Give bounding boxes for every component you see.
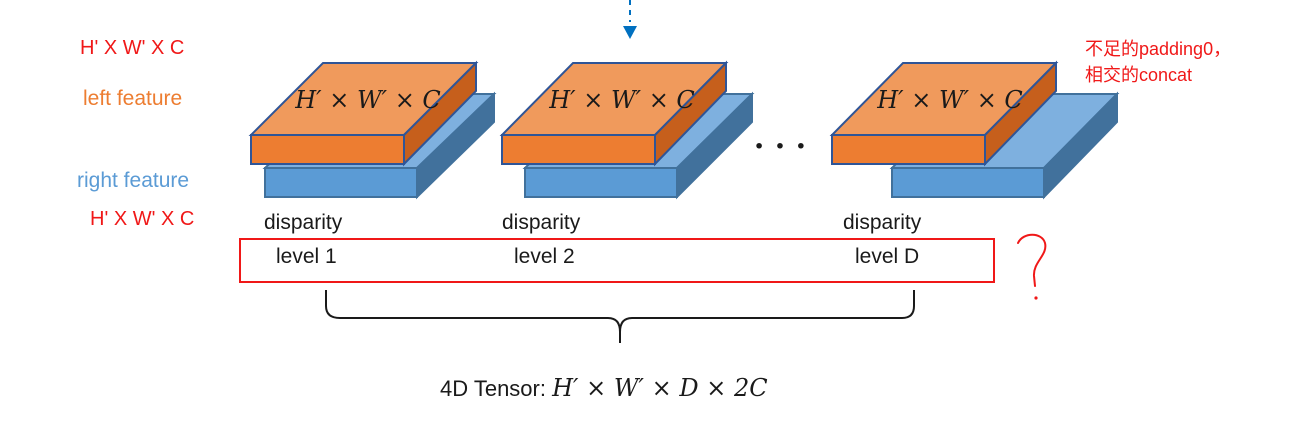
feature-pair-level-2: H′ × W′ × C xyxy=(499,60,755,200)
level-label-d: level D xyxy=(855,245,920,268)
disparity-label-d: disparity xyxy=(843,211,922,234)
disparity-label-2: disparity xyxy=(502,211,581,234)
highlight-box xyxy=(239,238,995,283)
orange-dimension-label: H' X W' X C xyxy=(80,37,185,59)
left-feature-block xyxy=(248,60,479,167)
left-feature-label: left feature xyxy=(83,87,183,110)
block-dimension-label: H′ × W′ × C xyxy=(548,86,695,114)
level-label-1: level 1 xyxy=(276,245,337,268)
block-dimension-label: H′ × W′ × C xyxy=(876,86,1023,114)
block-dimension-label: H′ × W′ × C xyxy=(294,86,441,114)
input-arrow xyxy=(623,0,637,39)
disparity-label-1: disparity xyxy=(264,211,343,234)
left-feature-block xyxy=(499,60,729,167)
grouping-brace xyxy=(325,290,915,343)
tensor-caption-prefix: 4D Tensor: xyxy=(440,376,553,401)
blue-dimension-label: H' X W' X C xyxy=(90,208,195,230)
tensor-caption: 4D Tensor: H′ × W′ × D × 2C xyxy=(440,374,768,402)
annotation-line-2: 相交的concat xyxy=(1085,65,1193,85)
left-feature-block xyxy=(829,60,1059,167)
annotation-line-1: 不足的padding0， xyxy=(1085,39,1232,59)
feature-pair-level-1: H′ × W′ × C xyxy=(248,60,497,200)
right-feature-label: right feature xyxy=(77,169,190,192)
ellipsis: · · · xyxy=(754,129,806,164)
level-label-2: level 2 xyxy=(514,245,575,268)
tensor-formula: H′ × W′ × D × 2C xyxy=(552,374,768,402)
question-mark xyxy=(1017,233,1047,300)
feature-pair-level-d: H′ × W′ × C xyxy=(829,60,1120,200)
